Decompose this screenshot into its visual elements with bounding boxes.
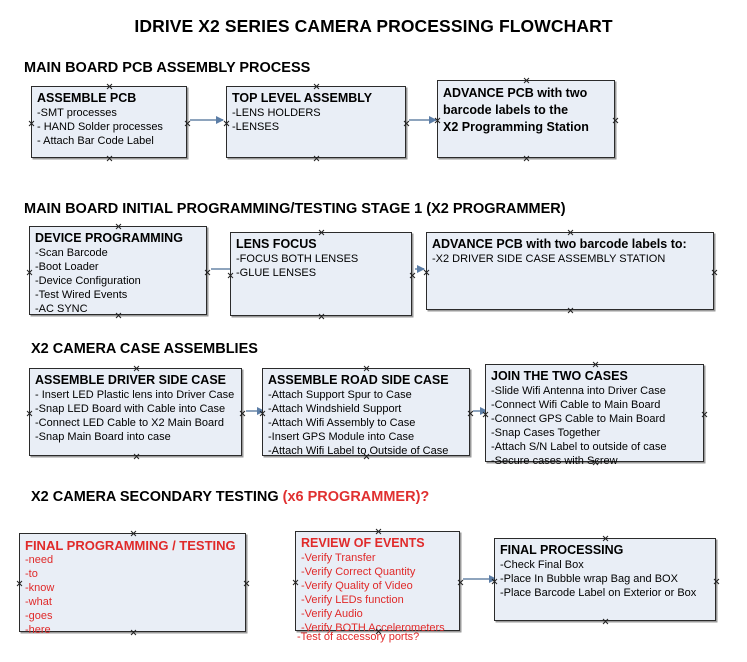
box-line: -Place In Bubble wrap Bag and BOX [500, 573, 678, 585]
box-review-of-events[interactable]: REVIEW OF EVENTS -Verify Transfer -Verif… [295, 531, 460, 634]
box-line: -Slide Wifi Antenna into Driver Case [491, 385, 666, 397]
box-line: -Verify Correct Quantity [301, 566, 416, 578]
connector-arrow-5 [246, 407, 265, 415]
section-heading-4-text: X2 CAMERA SECONDARY TESTING [31, 489, 283, 505]
resize-handle-bottom[interactable] [523, 155, 530, 162]
box-line: -need [25, 554, 54, 566]
box-line: -Attach Wifi Label to Outside of Case [268, 445, 449, 457]
box-line: -here [25, 624, 51, 636]
box-advance-pcb-driver-side[interactable]: ADVANCE PCB with two barcode labels to: … [426, 232, 714, 310]
box-line: -Verify BOTH Accelerometers [301, 622, 445, 634]
box-line: -Verify Quality of Video [301, 580, 413, 592]
section-heading-4-accent: (x6 PROGRAMMER)? [282, 489, 430, 505]
box-overflow-line: -Test of accessory ports? [297, 631, 420, 643]
box-line: -Snap Cases Together [491, 427, 601, 439]
box-line: -Secure cases with Screw [491, 455, 618, 467]
box-line: -Verify Transfer [301, 552, 376, 564]
box-title: DEVICE PROGRAMMING [35, 231, 183, 245]
box-assemble-pcb[interactable]: ASSEMBLE PCB -SMT processes - HAND Solde… [31, 86, 187, 158]
box-line: -Attach Windshield Support [268, 403, 402, 415]
box-line: -X2 DRIVER SIDE CASE ASSEMBLY STATION [432, 253, 666, 265]
box-title: ADVANCE PCB with two [443, 86, 588, 100]
box-title: barcode labels to the [443, 103, 569, 117]
box-title: LENS FOCUS [236, 237, 317, 251]
box-top-level-assembly[interactable]: TOP LEVEL ASSEMBLY -LENS HOLDERS -LENSES [226, 86, 406, 158]
box-final-processing[interactable]: FINAL PROCESSING -Check Final Box -Place… [494, 538, 716, 621]
box-line: -Device Configuration [35, 275, 141, 287]
box-line: -Attach Wifi Assembly to Case [268, 417, 416, 429]
box-title: FINAL PROCESSING [500, 543, 624, 557]
connector-arrow-1 [190, 116, 224, 124]
box-line: -Place Barcode Label on Exterior or Box [500, 587, 697, 599]
box-line: - HAND Solder processes [37, 121, 163, 133]
box-line: -Attach Support Spur to Case [268, 389, 412, 401]
resize-handle-bottom[interactable] [133, 453, 140, 460]
resize-handle-bottom[interactable] [567, 307, 574, 314]
box-line: -Scan Barcode [35, 247, 108, 259]
connector-arrow-6 [473, 407, 488, 415]
box-line: -Connect Wifi Cable to Main Board [491, 399, 661, 411]
box-line: -GLUE LENSES [236, 267, 317, 279]
box-line: -Insert GPS Module into Case [268, 431, 415, 443]
box-assemble-driver-side-case[interactable]: ASSEMBLE DRIVER SIDE CASE - Insert LED P… [29, 368, 242, 456]
box-line: -Check Final Box [500, 559, 584, 571]
section-heading-2: MAIN BOARD INITIAL PROGRAMMING/TESTING S… [24, 201, 566, 217]
box-line: -FOCUS BOTH LENSES [236, 253, 359, 265]
box-line: -Snap LED Board with Cable into Case [35, 403, 226, 415]
connector-arrow-7 [463, 575, 497, 583]
box-line: -what [25, 596, 52, 608]
box-line: -Test Wired Events [35, 289, 128, 301]
box-title: ASSEMBLE ROAD SIDE CASE [268, 373, 449, 387]
box-line: -Snap Main Board into case [35, 431, 171, 443]
box-line: -Connect LED Cable to X2 Main Board [35, 417, 224, 429]
resize-handle-bottom[interactable] [602, 618, 609, 625]
box-title: TOP LEVEL ASSEMBLY [232, 91, 373, 105]
box-device-programming[interactable]: DEVICE PROGRAMMING -Scan Barcode -Boot L… [29, 226, 207, 315]
box-line: -AC SYNC [35, 303, 88, 315]
box-title: REVIEW OF EVENTS [301, 536, 425, 550]
box-final-programming-testing[interactable]: FINAL PROGRAMMING / TESTING -need -to -k… [19, 533, 246, 636]
box-line: -to [25, 568, 38, 580]
resize-handle-bottom[interactable] [313, 155, 320, 162]
box-title: ADVANCE PCB with two barcode labels to: [432, 237, 687, 251]
section-heading-1: MAIN BOARD PCB ASSEMBLY PROCESS [24, 60, 311, 76]
box-line: -Attach S/N Label to outside of case [491, 441, 667, 453]
box-line: -LENS HOLDERS [232, 107, 321, 119]
box-title: ASSEMBLE DRIVER SIDE CASE [35, 373, 227, 387]
resize-handle-right[interactable] [711, 269, 718, 276]
box-lens-focus[interactable]: LENS FOCUS -FOCUS BOTH LENSES -GLUE LENS… [230, 232, 412, 316]
box-line: -know [25, 582, 55, 594]
section-heading-4: X2 CAMERA SECONDARY TESTING (x6 PROGRAMM… [31, 489, 429, 505]
box-title: X2 Programming Station [443, 120, 589, 134]
box-title: JOIN THE TWO CASES [491, 369, 628, 383]
box-line: -Boot Loader [35, 261, 99, 273]
box-line: -LENSES [232, 121, 280, 133]
box-line: - Insert LED Plastic lens into Driver Ca… [35, 389, 235, 401]
resize-handle-bottom[interactable] [106, 155, 113, 162]
box-line: - Attach Bar Code Label [37, 135, 154, 147]
box-advance-pcb-programming-station[interactable]: ADVANCE PCB with two barcode labels to t… [437, 80, 615, 158]
box-join-the-two-cases[interactable]: JOIN THE TWO CASES -Slide Wifi Antenna i… [485, 364, 704, 467]
box-line: -Verify LEDs function [301, 594, 404, 606]
box-assemble-road-side-case[interactable]: ASSEMBLE ROAD SIDE CASE -Attach Support … [262, 368, 470, 457]
box-title: FINAL PROGRAMMING / TESTING [25, 538, 236, 553]
box-line: -SMT processes [37, 107, 117, 119]
box-line: -goes [25, 610, 53, 622]
section-heading-3: X2 CAMERA CASE ASSEMBLIES [31, 341, 258, 357]
connector-arrow-4 [415, 265, 425, 273]
box-title: ASSEMBLE PCB [37, 91, 137, 105]
page-title: IDRIVE X2 SERIES CAMERA PROCESSING FLOWC… [134, 16, 613, 36]
box-line: -Verify Audio [301, 608, 363, 620]
connector-arrow-2 [409, 116, 437, 124]
resize-handle-bottom[interactable] [318, 313, 325, 320]
box-line: -Connect GPS Cable to Main Board [491, 413, 666, 425]
